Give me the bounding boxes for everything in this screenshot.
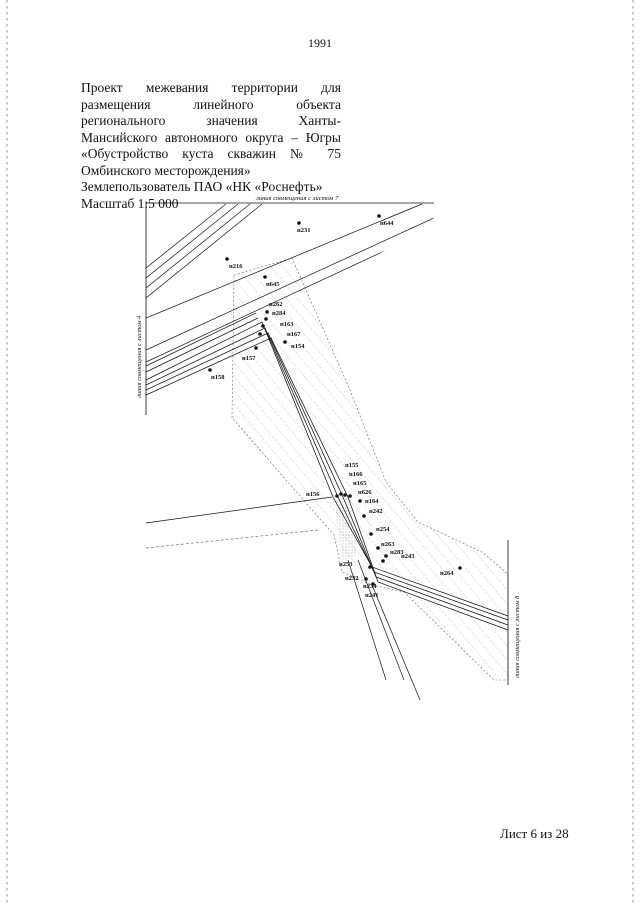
point-label-n216: н216 — [229, 263, 243, 270]
point-label-n253: н253 — [339, 561, 353, 568]
point-label-n157: н157 — [242, 355, 256, 362]
left-edge-scan-artifact — [6, 0, 8, 905]
point-label-n167: н167 — [287, 331, 301, 338]
hatched-territory-zone — [231, 257, 509, 681]
point-label-n262: н262 — [269, 301, 283, 308]
point-label-n166: н166 — [349, 471, 363, 478]
point-label-n234: н234 — [363, 583, 377, 590]
point-label-n243: н243 — [401, 553, 415, 560]
point-label-n156: н156 — [306, 491, 320, 498]
point-label-n283: н283 — [390, 549, 404, 556]
point-label-n231: н231 — [297, 227, 311, 234]
point-label-n165: н165 — [353, 480, 367, 487]
point-label-n242: н242 — [369, 508, 383, 515]
point-label-n644: н644 — [380, 220, 394, 227]
point-label-n241: н241 — [365, 592, 379, 599]
sheet-number: Лист 6 из 28 — [500, 826, 569, 841]
point-label-n263: н263 — [381, 541, 395, 548]
point-label-n284: н284 — [272, 310, 286, 317]
point-label-n155: н155 — [345, 462, 359, 469]
join-label-right: линия совмещения с листом 8 — [514, 595, 521, 679]
title-block: Проект межевания территории для размещен… — [81, 80, 341, 212]
page-number: 1991 — [308, 36, 332, 50]
point-label-n164: н164 — [365, 498, 379, 505]
land-user: Землепользователь ПАО «НК «Роснефть» — [81, 179, 323, 194]
survey-points — [208, 214, 462, 586]
point-label-n645: н645 — [266, 281, 280, 288]
join-label-left: линия совмещения с листом 4 — [136, 315, 143, 399]
lower-left-lines — [145, 496, 333, 549]
project-title: Проект межевания территории для размещен… — [81, 80, 341, 178]
point-label-n158: н158 — [211, 374, 225, 381]
right-edge-scan-artifact — [632, 0, 634, 905]
point-label-n252: н252 — [345, 575, 359, 582]
point-label-n163: н163 — [280, 321, 294, 328]
point-label-n626: н626 — [358, 489, 372, 496]
join-label-top: линия совмещения с листом 7 — [255, 195, 339, 202]
dotted-strip — [333, 498, 358, 560]
point-label-n154: н154 — [291, 343, 305, 350]
point-label-n254: н254 — [376, 526, 390, 533]
point-label-n264: н264 — [440, 570, 454, 577]
map-scale: Масштаб 1:5 000 — [81, 195, 179, 211]
